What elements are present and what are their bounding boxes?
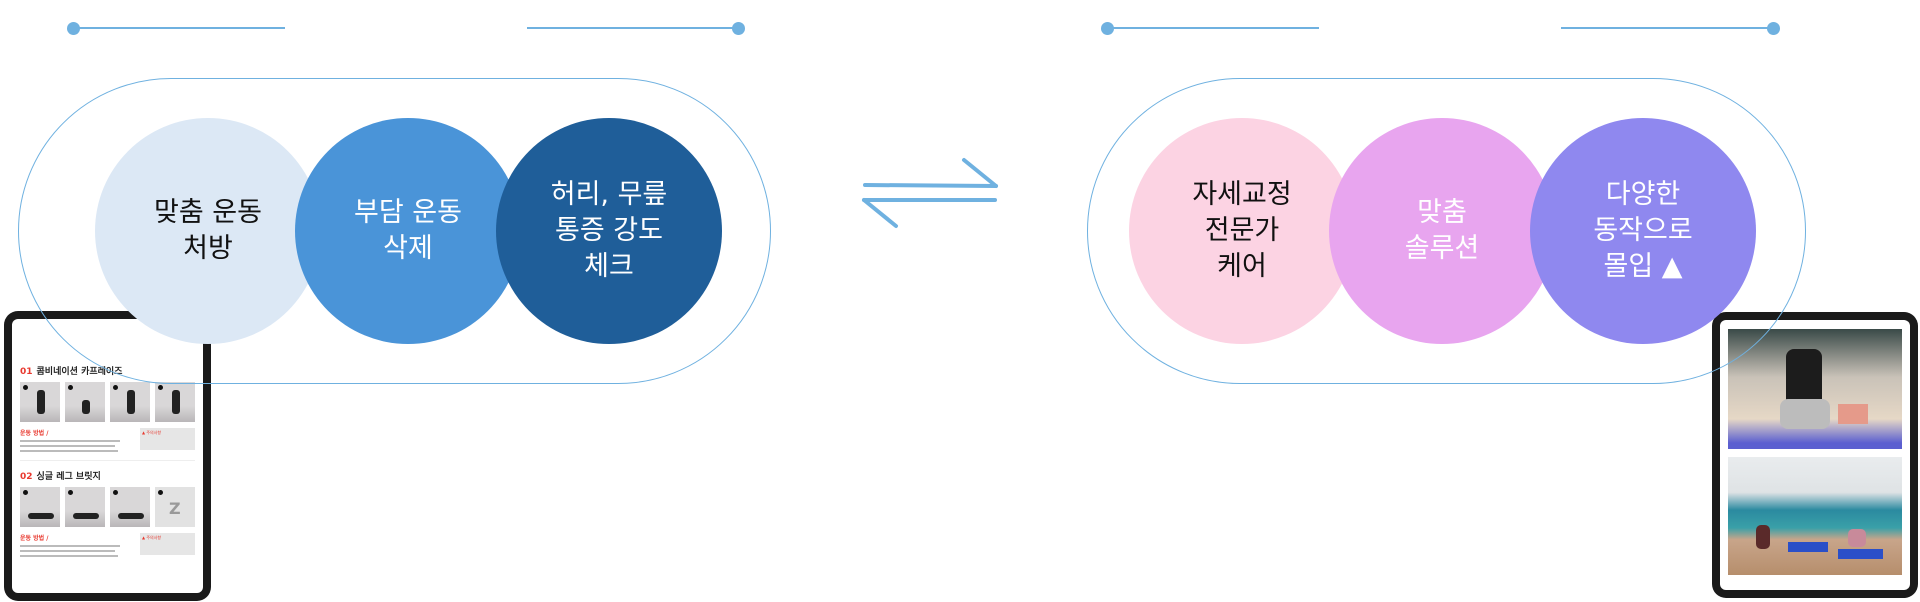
- right-tablet: [1712, 312, 1918, 598]
- divider-line: [1107, 27, 1319, 29]
- exercise-photo: [155, 382, 195, 422]
- circle-pain-check: 허리, 무릎 통증 강도 체크: [496, 118, 722, 344]
- line-dot: [732, 22, 745, 35]
- training-photo-class: [1728, 457, 1902, 575]
- exercise-photos: Z: [20, 487, 195, 527]
- exercise-photo: [65, 487, 105, 527]
- section-title: 콤비네이션 카프레이즈: [36, 367, 123, 377]
- training-photo-squat: [1728, 329, 1902, 449]
- circle-custom-exercise: 맞춤 운동 처방: [95, 118, 321, 344]
- logo-placeholder: Z: [155, 487, 195, 527]
- exercise-photos: [20, 382, 195, 422]
- divider-line: [527, 27, 738, 29]
- divider-line: [1561, 27, 1773, 29]
- section-title: 싱글 레그 브릿지: [36, 472, 101, 482]
- exercise-photo: [110, 382, 150, 422]
- caution-box: ▲ 주의사항: [140, 533, 195, 555]
- divider-line: [73, 27, 285, 29]
- caution-box: ▲ 주의사항: [140, 428, 195, 450]
- exercise-photo: [65, 382, 105, 422]
- exercise-photo: [20, 382, 60, 422]
- exercise-photo: [20, 487, 60, 527]
- circle-immersive-moves: 다양한 동작으로 몰입 ▲: [1530, 118, 1756, 344]
- bidirectional-arrows-icon: [862, 158, 998, 228]
- tablet-screen: [1720, 320, 1910, 590]
- section-number: 02: [20, 472, 33, 482]
- section-number: 01: [20, 367, 33, 377]
- circle-custom-solution: 맞춤 솔루션: [1329, 118, 1555, 344]
- circle-remove-burden: 부담 운동 삭제: [295, 118, 521, 344]
- circle-posture-expert: 자세교정 전문가 케어: [1129, 118, 1355, 344]
- line-dot: [1767, 22, 1780, 35]
- exercise-photo: [110, 487, 150, 527]
- method-label: 운동 방법 /: [20, 535, 49, 542]
- method-label: 운동 방법 /: [20, 430, 49, 437]
